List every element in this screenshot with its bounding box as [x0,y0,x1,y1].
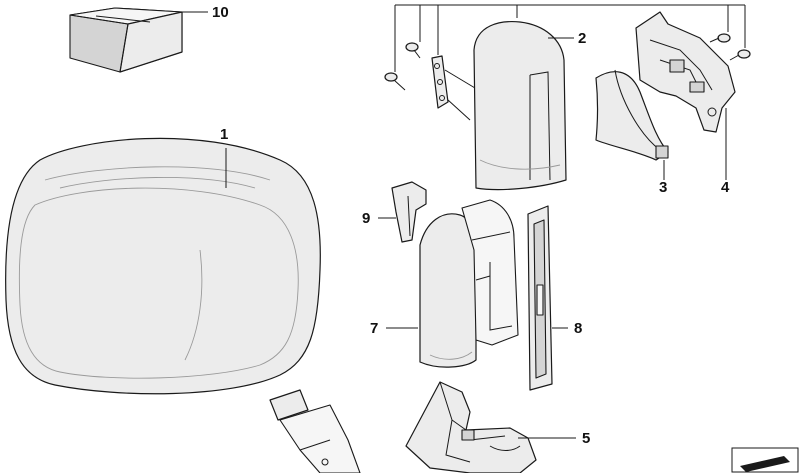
part-1-headrest-cushion [5,137,361,473]
callout-8: 8 [574,320,582,337]
arrow-box-icon [731,447,799,473]
part-5-base-housing [405,381,537,473]
callout-5: 5 [582,430,590,447]
screw-left-upper [405,42,421,59]
screw-left-lower [384,72,406,91]
part-8-gasket [527,205,553,391]
screw-right-lower [729,49,751,61]
part-4-mechanism [635,11,736,133]
clip-plate [431,55,449,109]
part-10-box [69,7,183,73]
callout-3: 3 [659,179,667,196]
part-2-upper-cover [473,21,567,191]
part-7-back-piece [461,199,519,346]
screw-right-upper [709,33,731,43]
part-9-clip [391,181,427,243]
part-3-curved-cover [595,69,669,161]
callout-4: 4 [721,179,730,196]
callout-7: 7 [370,320,378,337]
callout-10: 10 [212,4,229,21]
callout-9: 9 [362,210,370,227]
callout-1: 1 [220,126,228,143]
callout-2: 2 [578,30,586,47]
part-7-lower-cover [419,213,477,368]
